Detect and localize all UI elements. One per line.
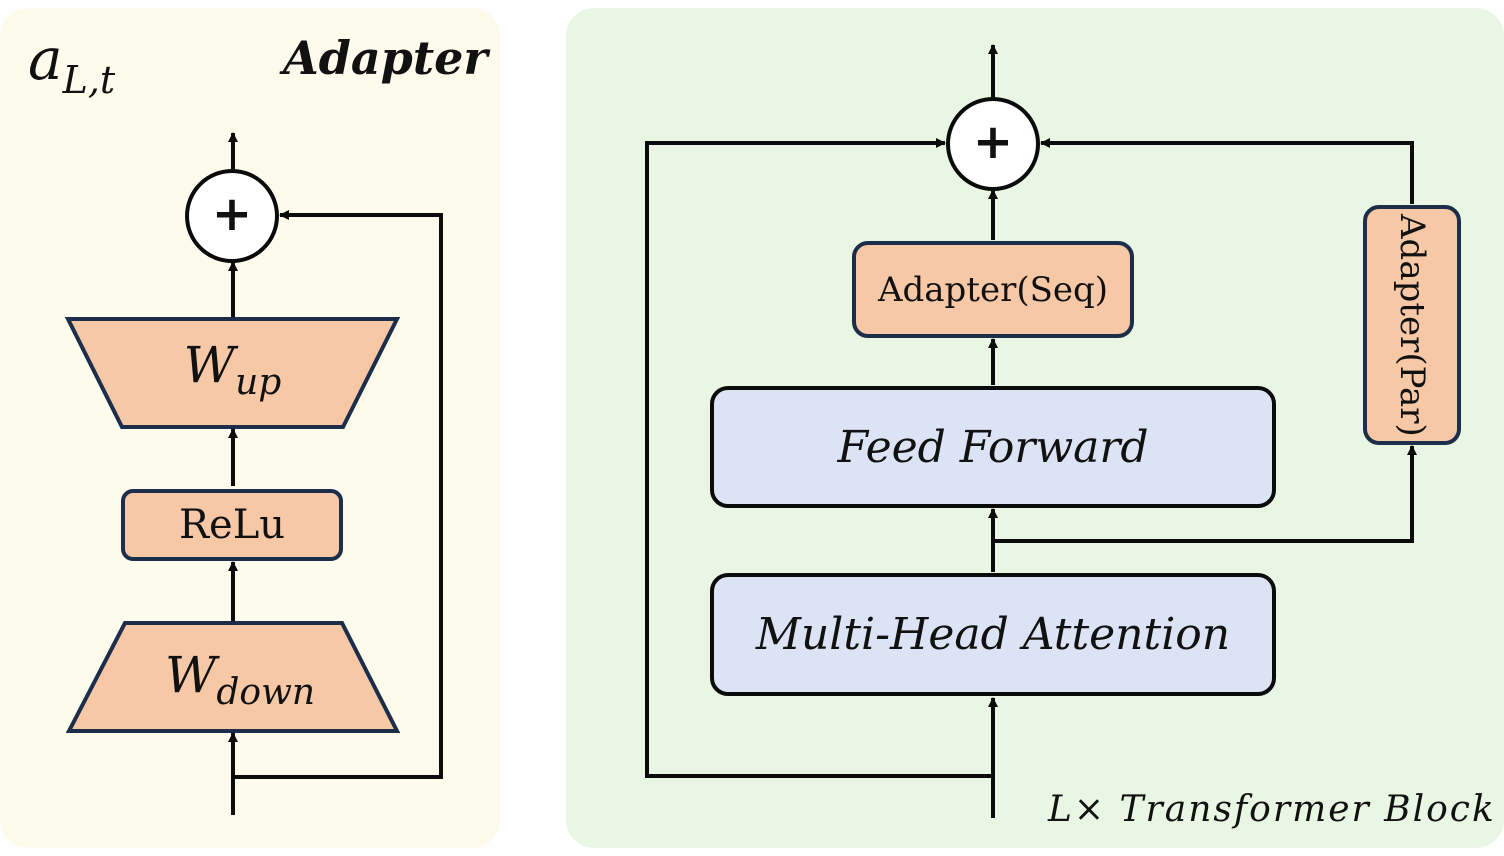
feed-forward-box: Feed Forward (710, 386, 1276, 508)
feed-forward-label: Feed Forward (837, 421, 1149, 473)
w-up-shape (64, 317, 401, 429)
adapter-skip-connection (233, 210, 443, 779)
relu-box: ReLu (121, 489, 343, 561)
transformer-block-caption: L× Transformer Block (1048, 789, 1496, 830)
w-up-label: Wup (122, 340, 343, 401)
adapter-symbol-main: a (28, 25, 63, 93)
transformer-sum-circle (946, 97, 1040, 191)
w-up-subscript: up (235, 362, 282, 403)
adapter-symbol: aL,t (28, 30, 115, 99)
adapter-par-box: Adapter(Par) (1363, 205, 1461, 445)
adapter-par-label: Adapter(Par) (1392, 213, 1432, 437)
adapter-sum-symbol: + (211, 186, 253, 242)
w-down-shape (65, 621, 401, 733)
adapter-par-to-sum-connection (1040, 138, 1414, 204)
relu-label: ReLu (178, 502, 286, 548)
w-up-main: W (183, 336, 236, 394)
w-down-subscript: down (216, 672, 316, 713)
w-down-main: W (164, 646, 217, 704)
adapter-symbol-subscript: L,t (62, 58, 116, 102)
adapter-seq-label: Adapter(Seq) (877, 269, 1109, 310)
adapter-sum-circle (185, 169, 279, 263)
transformer-residual-connection (645, 138, 993, 778)
adapter-title: Adapter (283, 31, 488, 85)
transformer-sum-symbol: + (972, 114, 1014, 170)
w-down-label: Wdown (125, 650, 355, 711)
multi-head-attention-box: Multi-Head Attention (710, 573, 1276, 696)
adapter-seq-box: Adapter(Seq) (852, 241, 1134, 338)
multi-head-attention-label: Multi-Head Attention (755, 609, 1231, 660)
parallel-adapter-connection (993, 445, 1417, 543)
